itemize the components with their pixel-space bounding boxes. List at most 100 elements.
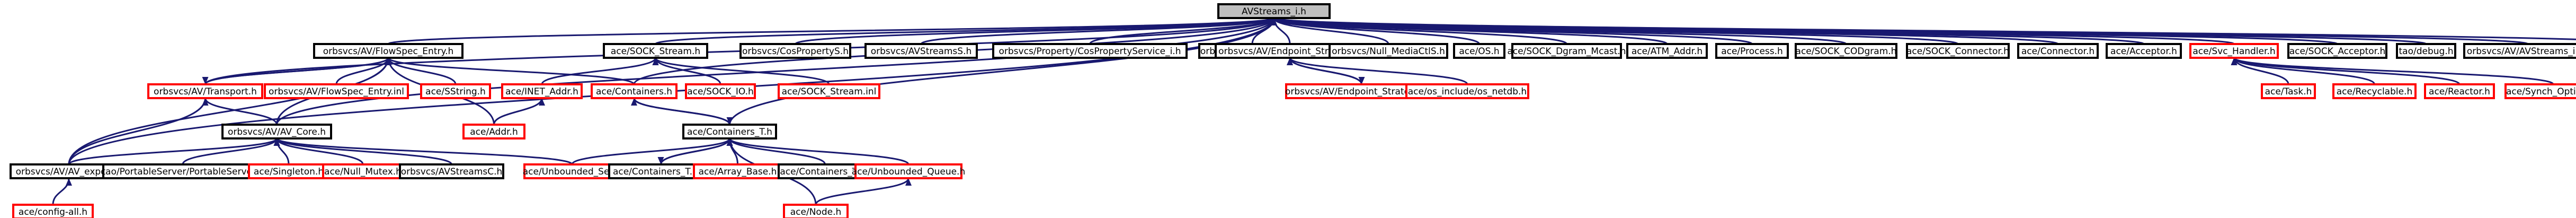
arrowhead-inet-to-addr	[539, 98, 545, 106]
node-reactor[interactable]: ace/Reactor.h	[2424, 83, 2495, 99]
node-label-avstreamsc: orbsvcs/AVStreamsC.h	[401, 167, 503, 177]
node-sockacc[interactable]: ace/SOCK_Acceptor.h	[2287, 43, 2387, 59]
node-label-sock_stream: ace/SOCK_Stream.h	[611, 46, 700, 57]
edge-fse-to-containers	[387, 57, 635, 85]
node-label-transport: orbsvcs/AV/Transport.h	[154, 86, 257, 97]
node-label-task: ace/Task.h	[2265, 86, 2312, 97]
node-os[interactable]: ace/OS.h	[1453, 43, 1505, 59]
node-sockconn[interactable]: ace/SOCK_Connector.h	[1906, 43, 2010, 59]
node-label-continl: ace/Containers_T.inl	[780, 167, 870, 177]
node-box-unbq	[854, 163, 962, 179]
edge-transport-to-fse	[204, 57, 389, 85]
node-box-debug	[2396, 43, 2456, 59]
node-pserver[interactable]: tao/PortableServer/PortableServer.h	[102, 163, 264, 179]
node-addr[interactable]: ace/Addr.h	[462, 124, 525, 139]
node-cosprop[interactable]: orbsvcs/CosPropertyS.h	[739, 43, 851, 59]
node-label-avstreamss: orbsvcs/AVStreamsS.h	[871, 46, 972, 57]
node-avsinl[interactable]: orbsvcs/AV/AVStreams_i.inl	[2463, 43, 2576, 59]
node-arraybase[interactable]: ace/Array_Base.h	[693, 163, 782, 179]
node-unbq[interactable]: ace/Unbounded_Queue.h	[852, 163, 965, 179]
node-atm[interactable]: ace/ATM_Addr.h	[1626, 43, 1708, 59]
arrowhead-root-to-containers_t	[1271, 18, 1277, 25]
arrowhead-sock_stream-to-inet	[652, 58, 659, 65]
node-label-root: AVStreams_i.h	[1242, 6, 1306, 17]
edge-containers_t-to-containers	[633, 98, 730, 125]
node-fse[interactable]: orbsvcs/AV/FlowSpec_Entry.h	[313, 43, 463, 59]
node-propsvc[interactable]: orbsvcs/Property/CosPropertyService_i.h	[992, 43, 1188, 59]
node-box-root	[1217, 3, 1331, 19]
node-process[interactable]: ace/Process.h	[1715, 43, 1789, 59]
edge-avexport-to-configall	[52, 178, 70, 205]
edge-root-to-flowst	[1273, 17, 2576, 40]
node-label-propsvc: orbsvcs/Property/CosPropertyService_i.h	[999, 46, 1181, 57]
node-netdb[interactable]: ace/os_include/os_netdb.h	[1405, 83, 1529, 99]
arrowhead-unbq-to-node	[905, 178, 912, 186]
node-box-sockio	[685, 83, 756, 99]
edge-transport-to-avexport	[68, 98, 206, 165]
node-codgram[interactable]: ace/SOCK_CODgram.h	[1795, 43, 1897, 59]
node-containers[interactable]: ace/Containers.h	[591, 83, 678, 99]
edge-avcore-to-nullmutex	[276, 138, 364, 165]
arrowhead-containers_t-to-containers	[726, 117, 733, 125]
edge-svc-to-task	[2233, 57, 2289, 85]
node-label-endpoint_t: orbsvcs/AV/Endpoint_Strategy_T.h	[1285, 86, 1438, 97]
node-nullmutex[interactable]: ace/Null_Mutex.h	[322, 163, 404, 179]
node-inet[interactable]: ace/INET_Addr.h	[501, 83, 583, 99]
graph-edges	[52, 17, 2576, 205]
node-task[interactable]: ace/Task.h	[2261, 83, 2316, 99]
node-box-unbset	[523, 163, 621, 179]
edge-svc-to-synch	[2233, 57, 2554, 85]
node-label-arraybase: ace/Array_Base.h	[699, 167, 777, 177]
edge-fse-to-string	[387, 57, 457, 85]
node-avcore[interactable]: orbsvcs/AV/AV_Core.h	[221, 124, 332, 139]
node-string[interactable]: ace/SString.h	[420, 83, 491, 99]
edge-avcore-to-pserver	[182, 138, 278, 165]
node-box-sockconn	[1906, 43, 2010, 59]
edge-avcore-to-unbset	[276, 137, 573, 165]
node-label-configall: ace/config-all.h	[19, 207, 87, 217]
node-label-sockconn: ace/SOCK_Connector.h	[1906, 46, 2009, 57]
node-box-acceptor	[2106, 43, 2182, 59]
node-dgram[interactable]: ace/SOCK_Dgram_Mcast.h	[1507, 43, 1626, 59]
node-sock_stream[interactable]: ace/SOCK_Stream.h	[603, 43, 708, 59]
node-sockio[interactable]: ace/SOCK_IO.h	[685, 83, 756, 99]
arrowhead-transport-to-avexport	[202, 98, 209, 106]
node-debug[interactable]: tao/debug.h	[2396, 43, 2456, 59]
node-acceptor[interactable]: ace/Acceptor.h	[2106, 43, 2182, 59]
arrowhead-contcpp-to-containers_t	[657, 157, 664, 164]
node-box-nullmutex	[322, 163, 404, 179]
node-configall[interactable]: ace/config-all.h	[12, 204, 94, 218]
node-box-sockstreaminl	[778, 83, 880, 99]
node-fseinl[interactable]: orbsvcs/AV/FlowSpec_Entry.inl	[264, 83, 409, 99]
node-label-containers_t: ace/Containers_T.h	[687, 127, 772, 137]
node-box-configall	[12, 204, 94, 218]
node-svc[interactable]: ace/Svc_Handler.h	[2189, 43, 2279, 59]
node-synch[interactable]: ace/Synch_Options.h	[2504, 83, 2576, 99]
node-box-avstreamss	[864, 43, 978, 59]
node-connector[interactable]: ace/Connector.h	[2017, 43, 2099, 59]
node-label-contcpp: ace/Containers_T.cpp	[613, 167, 709, 177]
node-containers_t[interactable]: ace/Containers_T.h	[682, 124, 777, 139]
node-label-netdb: ace/os_include/os_netdb.h	[1408, 86, 1527, 97]
node-unbset[interactable]: ace/Unbounded_Set.h	[523, 163, 622, 179]
edge-sock_stream-to-inet	[541, 57, 656, 85]
node-avstreamsc[interactable]: orbsvcs/AVStreamsC.h	[399, 163, 504, 179]
node-label-endpoint: orbsvcs/AV/Endpoint_Strategy.h	[1218, 46, 1361, 57]
node-nullmedia[interactable]: orbsvcs/Null_MediaCtlS.h	[1329, 43, 1448, 59]
node-sockstreaminl[interactable]: ace/SOCK_Stream.inl	[778, 83, 880, 99]
node-transport[interactable]: orbsvcs/AV/Transport.h	[147, 83, 263, 99]
node-box-task	[2261, 83, 2316, 99]
node-box-fseinl	[264, 83, 409, 99]
node-box-containers	[591, 83, 678, 99]
node-label-sockstreaminl: ace/SOCK_Stream.inl	[782, 86, 877, 97]
edge-sock_stream-to-sockio	[655, 57, 721, 85]
arrowhead-fse-to-containers	[385, 58, 391, 65]
node-box-arraybase	[693, 163, 782, 179]
node-recyc[interactable]: ace/Recyclable.h	[2332, 83, 2417, 99]
node-singleton[interactable]: ace/Singleton.h	[248, 163, 329, 179]
edge-root-to-cosprop	[795, 17, 1275, 45]
node-box-process	[1715, 43, 1789, 59]
node-node[interactable]: ace/Node.h	[783, 204, 849, 218]
node-avstreamss[interactable]: orbsvcs/AVStreamsS.h	[864, 43, 978, 59]
